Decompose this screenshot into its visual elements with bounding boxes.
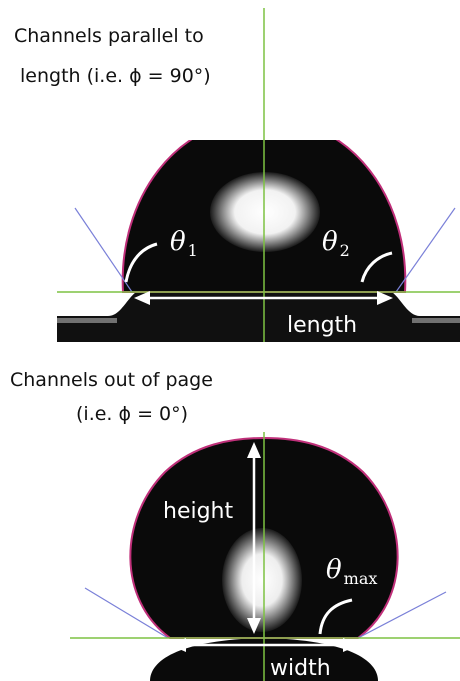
top-caption-line2: length (i.e. ϕ = 90°) bbox=[20, 65, 211, 87]
bottom-theta-max-arc bbox=[318, 598, 353, 635]
top-right-tangent-line bbox=[395, 207, 456, 293]
bottom-width-arrow bbox=[170, 638, 359, 652]
top-caption-line1: Channels parallel to bbox=[14, 25, 204, 47]
top-droplet-image bbox=[57, 140, 460, 342]
top-length-arrow bbox=[134, 291, 393, 305]
bottom-width-label: width bbox=[270, 656, 331, 681]
bottom-height-label: height bbox=[163, 499, 233, 524]
bottom-droplet-highlight bbox=[222, 528, 302, 632]
top-droplet-highlight bbox=[210, 172, 320, 252]
bottom-left-tangent-line bbox=[84, 587, 169, 639]
top-length-label: length bbox=[287, 313, 357, 338]
top-left-tangent-line bbox=[74, 207, 133, 293]
top-substrate bbox=[57, 292, 460, 342]
bottom-right-tangent-line bbox=[357, 591, 447, 639]
top-panel: Channels parallel to length (i.e. ϕ = 90… bbox=[14, 8, 460, 342]
top-theta1-arc bbox=[124, 242, 158, 283]
bottom-caption-line1: Channels out of page bbox=[10, 369, 213, 391]
bottom-caption-line2: (i.e. ϕ = 0°) bbox=[76, 403, 188, 425]
top-theta2-arc bbox=[360, 251, 393, 283]
bottom-height-arrow bbox=[247, 442, 261, 634]
bottom-panel: Channels out of page (i.e. ϕ = 0°) heigh… bbox=[10, 369, 460, 681]
